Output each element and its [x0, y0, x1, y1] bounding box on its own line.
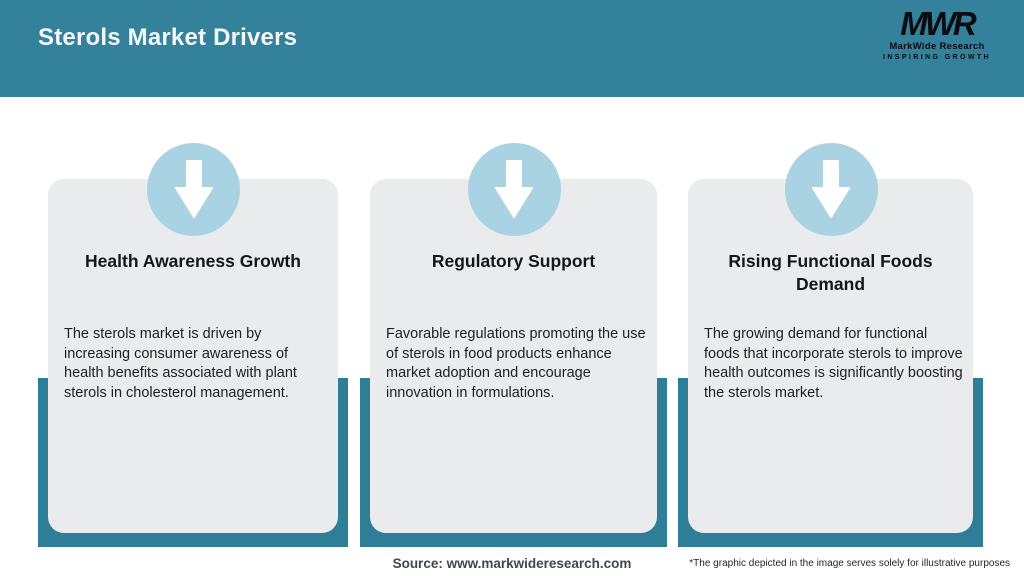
logo-tagline: INSPIRING GROWTH: [882, 54, 991, 61]
card-title: Health Awareness Growth: [85, 251, 301, 271]
driver-card-1: Health Awareness Growth The sterols mark…: [38, 143, 348, 547]
source-text: Source: www.markwideresearch.com: [392, 556, 632, 571]
card-description: The growing demand for functional foods …: [704, 326, 963, 401]
down-arrow-icon: [174, 159, 213, 218]
card-title: Regulatory Support: [431, 251, 596, 271]
card-panel: [688, 179, 973, 533]
arrow-badge: [467, 143, 561, 236]
disclaimer-text: *The graphic depicted in the image serve…: [689, 558, 1010, 569]
card-panel: [370, 179, 657, 533]
mwr-logo-icon: MWR: [900, 5, 976, 42]
card-panel: [48, 179, 338, 533]
arrow-badge: [784, 143, 878, 236]
down-arrow-icon: [812, 159, 850, 218]
down-arrow-icon: [495, 159, 533, 218]
driver-card-2: Regulatory Support Favorable regulations…: [360, 143, 667, 547]
driver-card-3: Rising Functional Foods Demand The growi…: [678, 143, 983, 547]
card-description: The sterols market is driven by increasi…: [64, 326, 297, 401]
page-title: Sterols Market Drivers: [38, 24, 298, 51]
arrow-badge: [147, 143, 240, 236]
card-title: Rising Functional Foods Demand: [728, 251, 933, 294]
card-description: Favorable regulations promoting the use …: [386, 326, 646, 401]
header: Sterols Market Drivers MWR MarkWide Rese…: [0, 0, 1024, 97]
markwide-logo: MWR MarkWide Research INSPIRING GROWTH: [874, 5, 1000, 61]
logo-name: MarkWide Research: [889, 41, 985, 52]
